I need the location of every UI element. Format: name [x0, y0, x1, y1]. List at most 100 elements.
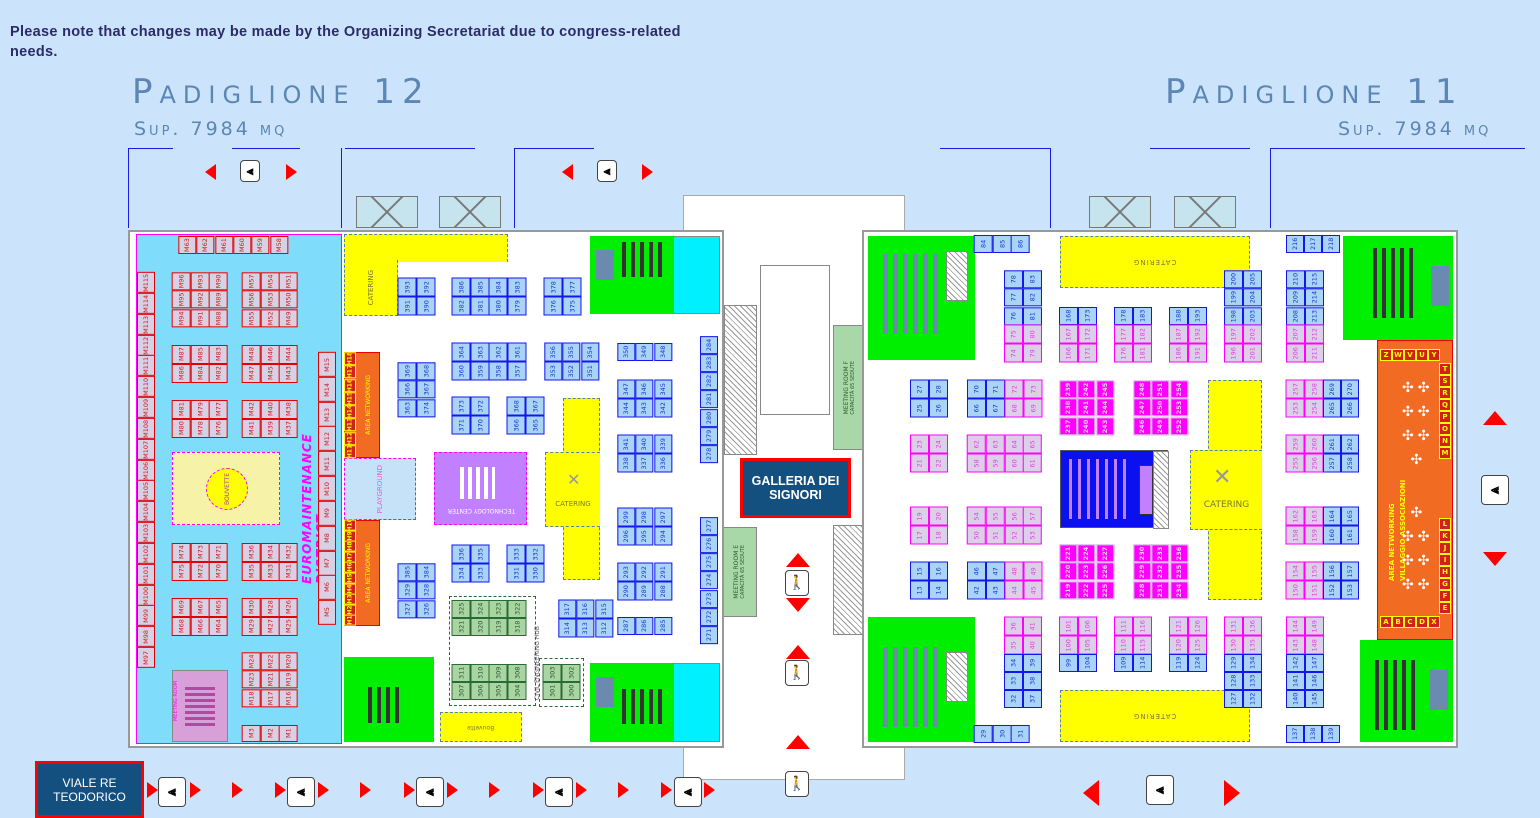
- stand[interactable]: K: [1439, 530, 1451, 542]
- stand[interactable]: 80: [1023, 325, 1042, 344]
- stand[interactable]: 246: [1133, 416, 1152, 435]
- stand[interactable]: H10: [344, 520, 356, 531]
- stand[interactable]: 244: [1095, 398, 1114, 417]
- stand[interactable]: 163: [1304, 507, 1323, 526]
- stand[interactable]: M71: [209, 543, 228, 562]
- stand[interactable]: 327: [398, 599, 417, 618]
- stand[interactable]: 347: [617, 380, 636, 399]
- stand[interactable]: 127: [1224, 690, 1243, 708]
- stand[interactable]: 23: [910, 435, 929, 454]
- stand[interactable]: 160: [1323, 525, 1341, 544]
- stand[interactable]: 166: [1059, 343, 1078, 362]
- stand[interactable]: 100: [1059, 635, 1078, 654]
- stand[interactable]: 247: [1133, 398, 1152, 417]
- stand[interactable]: M101: [137, 563, 155, 585]
- stand[interactable]: 353: [544, 361, 563, 380]
- stand[interactable]: M17: [260, 688, 280, 707]
- stand[interactable]: 265: [1323, 398, 1341, 417]
- stand[interactable]: F: [1439, 590, 1451, 602]
- stand[interactable]: J: [1439, 542, 1451, 554]
- stand[interactable]: 221: [1059, 544, 1078, 563]
- stand[interactable]: 70: [967, 380, 986, 399]
- stand[interactable]: 259: [1286, 435, 1305, 454]
- stand[interactable]: 366: [507, 415, 526, 434]
- stand[interactable]: 147: [1305, 654, 1324, 672]
- stand[interactable]: M67: [190, 598, 210, 617]
- stand[interactable]: 271: [700, 625, 718, 644]
- stand[interactable]: 372: [470, 397, 489, 416]
- stand[interactable]: 304: [507, 682, 526, 700]
- stand[interactable]: M93: [190, 272, 210, 291]
- stand[interactable]: H13: [344, 418, 356, 432]
- stand[interactable]: 368: [416, 362, 435, 381]
- stand[interactable]: 77: [1004, 288, 1023, 307]
- stand[interactable]: 151: [1304, 580, 1323, 599]
- stand[interactable]: 384: [489, 278, 508, 297]
- stand[interactable]: 316: [576, 600, 595, 619]
- stand[interactable]: M111: [137, 355, 155, 377]
- stand[interactable]: 293: [617, 563, 636, 582]
- stand[interactable]: 258: [1304, 380, 1323, 399]
- stand[interactable]: 305: [489, 682, 508, 700]
- stand[interactable]: 245: [1095, 380, 1114, 399]
- stand[interactable]: M70: [209, 562, 228, 581]
- stand[interactable]: 59: [985, 453, 1005, 472]
- stand[interactable]: 238: [1059, 398, 1078, 417]
- stand[interactable]: 319: [489, 618, 508, 636]
- meeting-room-e[interactable]: MEETING ROOM E CAPACITÀ 65 SEDUTE: [722, 527, 757, 617]
- stand[interactable]: 168: [1059, 307, 1078, 325]
- stand[interactable]: M64: [209, 617, 228, 636]
- stand[interactable]: X: [1428, 616, 1440, 628]
- stand[interactable]: 54: [967, 507, 986, 526]
- stand[interactable]: 289: [635, 581, 654, 600]
- stand[interactable]: 379: [507, 296, 526, 315]
- stand[interactable]: 251: [1151, 380, 1170, 399]
- stand[interactable]: 373: [452, 397, 471, 416]
- stand[interactable]: 162: [1286, 507, 1305, 526]
- stand[interactable]: 281: [700, 390, 718, 409]
- stand[interactable]: 46: [967, 562, 986, 581]
- stand[interactable]: 292: [635, 563, 654, 582]
- stand[interactable]: 287: [617, 617, 636, 635]
- stand[interactable]: 52: [1004, 525, 1024, 544]
- stand[interactable]: M95: [172, 290, 191, 309]
- stand[interactable]: 45: [1023, 580, 1042, 599]
- stand[interactable]: 220: [1059, 562, 1078, 581]
- stand[interactable]: I: [1439, 554, 1451, 566]
- stand[interactable]: 364: [452, 343, 471, 362]
- stand[interactable]: 358: [489, 361, 508, 380]
- stand[interactable]: 51: [985, 525, 1005, 544]
- stand[interactable]: 270: [1341, 380, 1359, 399]
- stand[interactable]: 142: [1286, 654, 1305, 672]
- stand[interactable]: 64: [1004, 435, 1024, 454]
- stand[interactable]: 31: [1011, 725, 1030, 743]
- stand[interactable]: 243: [1095, 416, 1114, 435]
- stand[interactable]: 317: [558, 600, 577, 619]
- stand[interactable]: 322: [507, 600, 526, 618]
- stand[interactable]: 284: [700, 336, 718, 355]
- stand[interactable]: M72: [190, 562, 210, 581]
- stand[interactable]: M24: [242, 652, 261, 671]
- stand[interactable]: M15: [318, 352, 336, 377]
- stand[interactable]: U: [1416, 349, 1428, 361]
- stand[interactable]: 35: [1004, 635, 1023, 654]
- stand[interactable]: H: [1439, 566, 1451, 578]
- stand[interactable]: 337: [635, 453, 654, 472]
- stand[interactable]: M7: [318, 550, 336, 576]
- stand[interactable]: 309: [489, 664, 508, 682]
- stand[interactable]: 62: [967, 435, 986, 454]
- stand[interactable]: 286: [635, 617, 654, 635]
- stand[interactable]: 313: [576, 618, 595, 637]
- stand[interactable]: P: [1439, 411, 1451, 423]
- stand[interactable]: 241: [1077, 398, 1096, 417]
- stand[interactable]: M90: [209, 272, 228, 291]
- stand[interactable]: 55: [985, 507, 1005, 526]
- stand[interactable]: 42: [967, 580, 986, 599]
- stand[interactable]: 41: [1023, 617, 1042, 636]
- stand[interactable]: 33: [1004, 672, 1023, 690]
- stand[interactable]: M3: [242, 725, 261, 742]
- stand[interactable]: 391: [398, 296, 417, 315]
- stand[interactable]: 154: [1286, 562, 1305, 581]
- stand[interactable]: 171: [1078, 343, 1097, 362]
- stand[interactable]: M102: [137, 542, 155, 564]
